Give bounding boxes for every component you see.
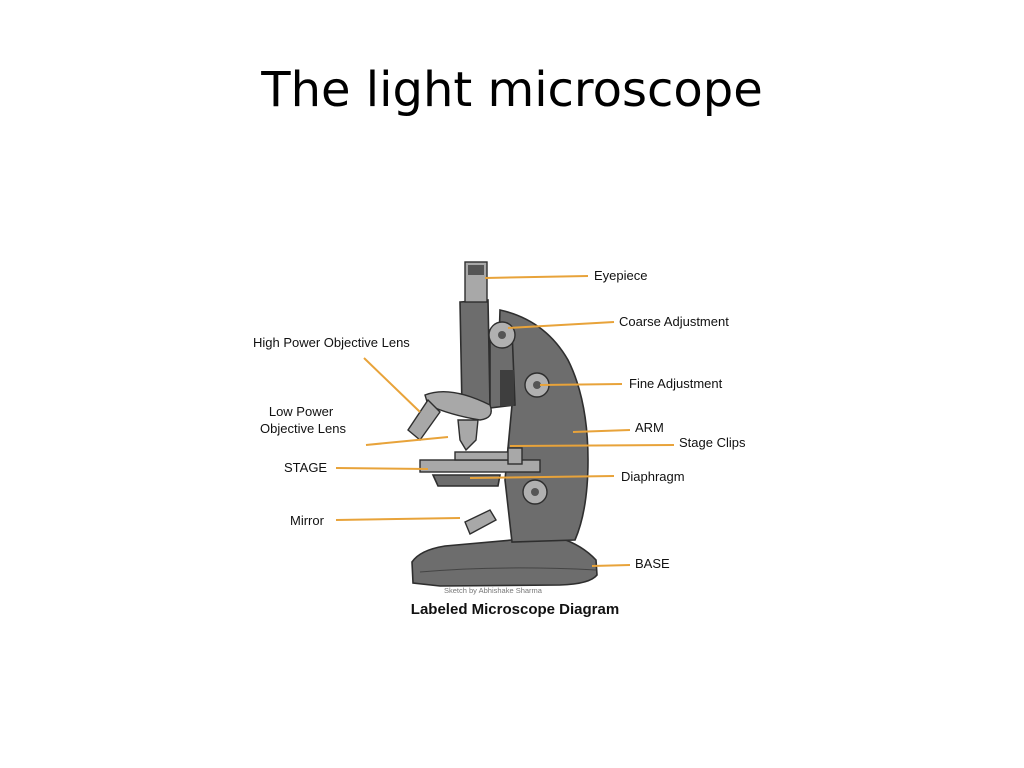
leader-stage [335,467,429,470]
diagram-caption: Labeled Microscope Diagram [411,601,619,618]
body-tube [459,299,491,409]
nosepiece [424,390,492,421]
label-eyepiece: Eyepiece [594,268,647,283]
microscope-arm [497,309,589,543]
leader-high-power [363,357,421,413]
label-coarse-adjustment: Coarse Adjustment [619,314,729,329]
slide-title: The light microscope [261,62,763,118]
label-low-power-line1: Low Power [269,404,334,419]
microscope-illustration [407,261,598,587]
label-fine-adjustment: Fine Adjustment [629,376,723,391]
sketch-credit: Sketch by Abhishake Sharma [444,586,543,595]
leader-arm [572,429,631,433]
label-stage-clips: Stage Clips [679,435,746,450]
diaphragm-part [431,474,501,487]
label-high-power-objective: High Power Objective Lens [253,335,410,350]
label-mirror: Mirror [290,513,325,528]
leader-fine [539,383,623,386]
low-power-objective [457,419,479,452]
label-arm: ARM [635,420,664,435]
leader-coarse [507,321,615,329]
leader-mirror [335,517,461,521]
label-stage: STAGE [284,460,327,475]
mirror-part [464,509,497,535]
leader-lines [335,275,675,567]
leader-base [591,564,631,567]
leader-diaphragm [469,475,615,479]
leader-low-power [365,436,449,446]
label-low-power-line2: Objective Lens [260,421,346,436]
microscope-base [411,537,598,587]
fine-knob [524,372,550,398]
label-base: BASE [635,556,670,571]
label-diaphragm: Diaphragm [621,469,685,484]
leader-eyepiece [484,275,589,279]
lower-knob [522,479,548,505]
coarse-knob [488,321,516,349]
leader-stage-clips [509,444,675,447]
